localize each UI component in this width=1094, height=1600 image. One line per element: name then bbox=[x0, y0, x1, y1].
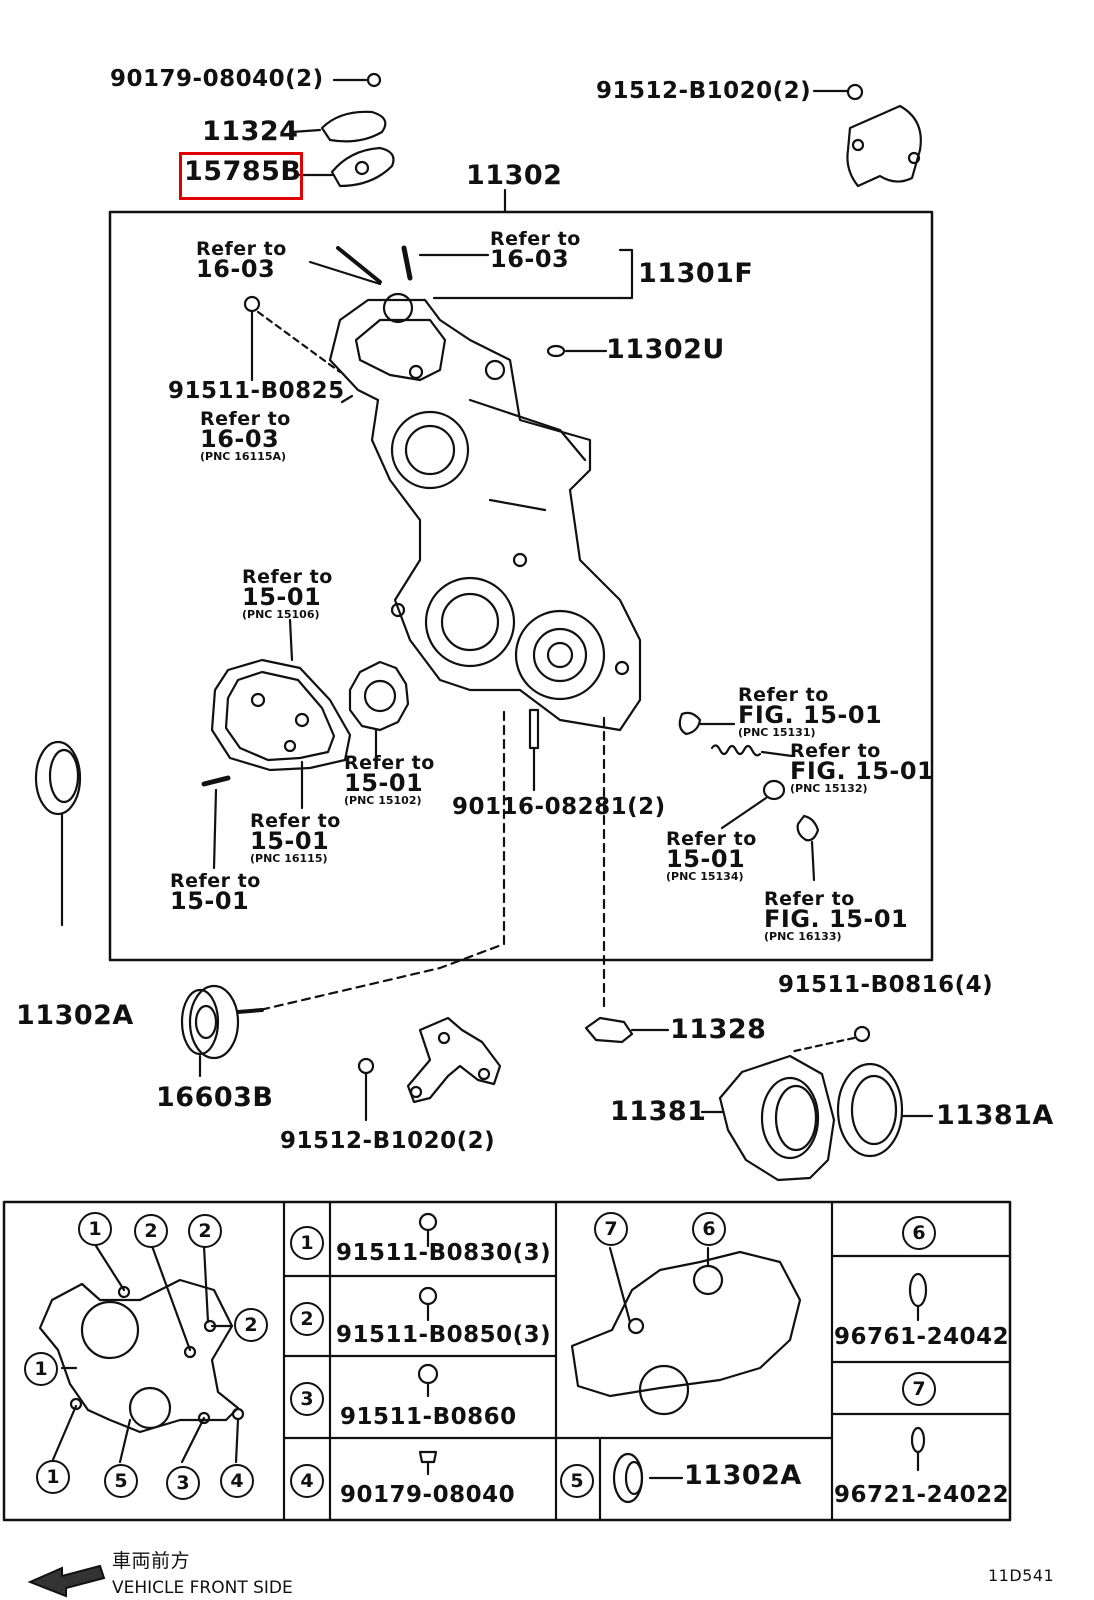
oil-pump-rotor bbox=[348, 660, 410, 732]
legend-row-marker-4: 4 bbox=[290, 1464, 324, 1498]
label-91512-b1020-bottom[interactable]: 91512-B1020(2) bbox=[280, 1128, 496, 1154]
vehicle-front-arrow bbox=[27, 1564, 106, 1598]
legend-row-marker-2: 2 bbox=[290, 1302, 324, 1336]
legend-sketch-marker-1b: 1 bbox=[24, 1352, 58, 1386]
legend-row-marker-1: 1 bbox=[290, 1226, 324, 1260]
main-frame bbox=[108, 210, 934, 962]
legend-sketch-marker-6: 6 bbox=[692, 1212, 726, 1246]
gasket-11328 bbox=[584, 1016, 634, 1044]
legend-row-marker-6: 6 bbox=[902, 1216, 936, 1250]
legend-sketch-marker-3: 3 bbox=[166, 1466, 200, 1500]
bracket-lower bbox=[406, 1016, 502, 1104]
plate-11324 bbox=[320, 110, 387, 143]
highlight-box-15785b bbox=[179, 152, 303, 200]
oil-seal-left bbox=[34, 740, 82, 816]
bracket-top-right bbox=[846, 104, 922, 188]
label-15785b[interactable]: 15785B bbox=[184, 156, 302, 187]
label-91512-b1020-top[interactable]: 91512-B1020(2) bbox=[596, 78, 812, 104]
legend-bolt-91511-b0830[interactable]: 91511-B0830(3) bbox=[336, 1240, 552, 1266]
label-91511-b0816[interactable]: 91511-B0816(4) bbox=[778, 972, 994, 998]
pulley-16603b bbox=[180, 988, 220, 1056]
label-11324[interactable]: 11324 bbox=[202, 116, 299, 147]
label-11302a[interactable]: 11302A bbox=[16, 1000, 134, 1031]
label-16603b[interactable]: 16603B bbox=[156, 1082, 274, 1113]
label-11381a[interactable]: 11381A bbox=[936, 1100, 1054, 1131]
legend-bolt-91511-b0860[interactable]: 91511-B0860 bbox=[340, 1404, 517, 1430]
legend-row-marker-7: 7 bbox=[902, 1372, 936, 1406]
legend-sketch-marker-1c: 1 bbox=[36, 1460, 70, 1494]
legend-oring-96761-24042[interactable]: 96761-24042 bbox=[834, 1324, 1010, 1350]
oil-pump-cover bbox=[210, 658, 352, 772]
nut-90179 bbox=[366, 72, 382, 88]
diagram-code: 11D541 bbox=[988, 1566, 1055, 1585]
gasket-15785b bbox=[330, 146, 395, 188]
label-11381[interactable]: 11381 bbox=[610, 1096, 707, 1127]
oil-seal-11381a bbox=[836, 1062, 904, 1158]
legend-oring-96721-24022[interactable]: 96721-24022 bbox=[834, 1482, 1010, 1508]
timing-cover-11302 bbox=[328, 298, 642, 732]
legend-row-marker-3: 3 bbox=[290, 1382, 324, 1416]
vehicle-front-label-cn: 車両前方 bbox=[112, 1550, 191, 1572]
legend-sketch-marker-5: 5 bbox=[104, 1464, 138, 1498]
bolt-91512-top bbox=[846, 83, 864, 101]
legend-sketch-marker-4: 4 bbox=[220, 1464, 254, 1498]
label-90179-08040[interactable]: 90179-08040(2) bbox=[110, 66, 324, 92]
label-90116-08281[interactable]: 90116-08281(2) bbox=[452, 794, 666, 820]
label-11302u[interactable]: 11302U bbox=[606, 334, 725, 365]
legend-seal-11302a[interactable]: 11302A bbox=[684, 1460, 802, 1491]
legend-sketch-marker-2c: 2 bbox=[234, 1308, 268, 1342]
label-11302[interactable]: 11302 bbox=[466, 160, 563, 191]
legend-bolt-91511-b0850[interactable]: 91511-B0850(3) bbox=[336, 1322, 552, 1348]
label-11301f[interactable]: 11301F bbox=[638, 258, 754, 289]
relief-plug bbox=[678, 711, 702, 736]
legend-sketch-marker-2a: 2 bbox=[134, 1214, 168, 1248]
legend-nut-90179-08040[interactable]: 90179-08040 bbox=[340, 1482, 516, 1508]
legend-sketch-marker-7: 7 bbox=[594, 1212, 628, 1246]
relief-spring bbox=[710, 744, 762, 757]
retainer-11381 bbox=[718, 1054, 836, 1182]
label-11328[interactable]: 11328 bbox=[670, 1014, 767, 1045]
vehicle-front-label-en: VEHICLE FRONT SIDE bbox=[112, 1578, 293, 1598]
legend-sketch-marker-1a: 1 bbox=[78, 1212, 112, 1246]
label-91511-b0825[interactable]: 91511-B0825 bbox=[168, 378, 345, 404]
legend-row-marker-5: 5 bbox=[560, 1464, 594, 1498]
legend-sketch-marker-2b: 2 bbox=[188, 1214, 222, 1248]
